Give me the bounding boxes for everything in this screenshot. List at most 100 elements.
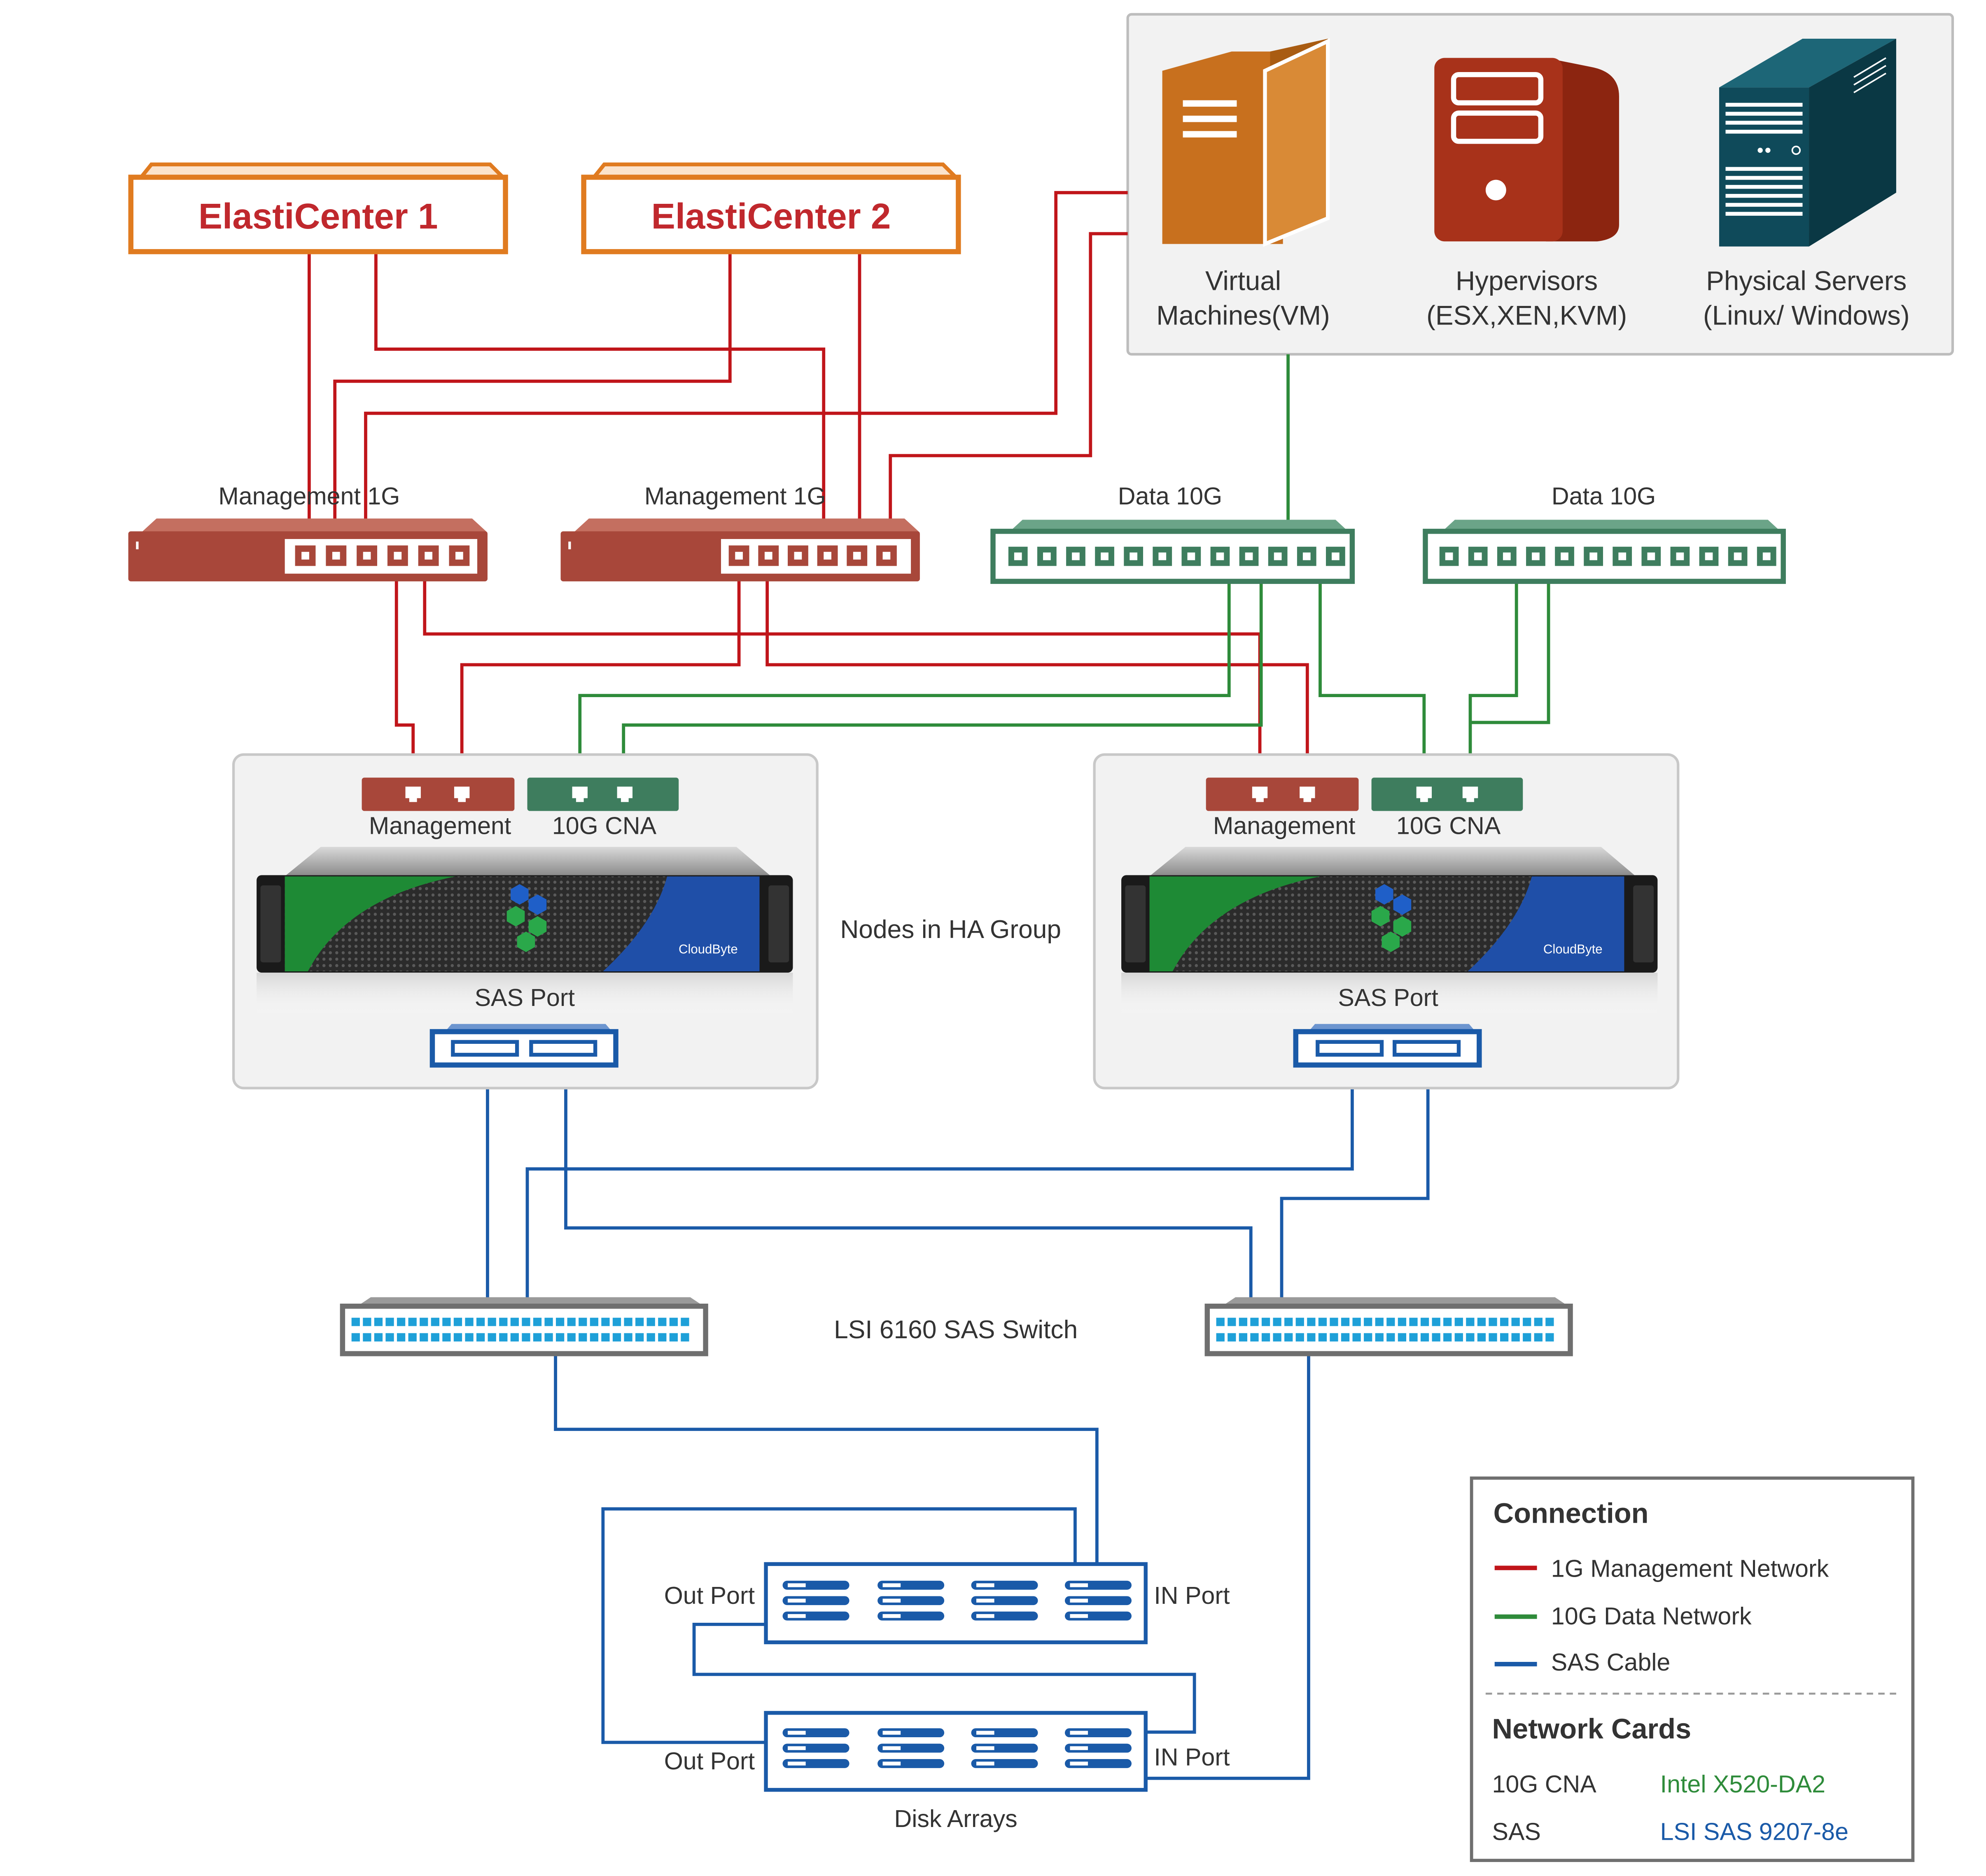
drive-bay	[782, 1743, 849, 1753]
sas-port	[1273, 1318, 1281, 1326]
node-2-management-card	[1206, 777, 1359, 811]
sas-port	[1523, 1333, 1531, 1342]
sas-port	[1273, 1333, 1281, 1342]
disk-array-1-out-port-label: Out Port	[664, 1582, 755, 1609]
disk-array-2-in-port-label: IN Port	[1154, 1743, 1230, 1771]
server-label-line2: (Linux/ Windows)	[1703, 301, 1910, 331]
sas-port	[1477, 1318, 1486, 1326]
mgmt-switch-2	[560, 518, 920, 581]
drive-bay	[782, 1580, 849, 1590]
legend-mgmt-label: 1G Management Network	[1551, 1555, 1829, 1582]
elasticenter-1-label: ElastiCenter 1	[198, 196, 438, 236]
legend-card-cna-model: Intel X520-DA2	[1660, 1770, 1825, 1798]
drive-bay	[1064, 1611, 1132, 1621]
sas-port	[374, 1333, 383, 1342]
drive-bay	[877, 1759, 945, 1768]
sas-port	[1443, 1318, 1452, 1326]
sas-port	[1489, 1318, 1497, 1326]
sas-port	[488, 1333, 496, 1342]
sas-port	[1511, 1333, 1520, 1342]
disk-array-2	[764, 1711, 1148, 1792]
storage-node-2: Management 10G CNA CloudByte SAS Port	[1093, 753, 1680, 1090]
node-2-cna-card	[1371, 777, 1523, 811]
sas-port	[681, 1333, 689, 1342]
drive-bay	[877, 1596, 945, 1605]
sas-port	[1409, 1333, 1418, 1342]
drive-bay	[1064, 1743, 1132, 1753]
sas-port	[1216, 1318, 1225, 1326]
sas-port	[579, 1318, 587, 1326]
node-1-sas-port-label: SAS Port	[475, 984, 575, 1011]
sas-port	[442, 1318, 451, 1326]
sas-port	[408, 1333, 417, 1342]
sas-port	[1261, 1318, 1270, 1326]
sas-port	[1432, 1318, 1440, 1326]
drive-bay	[1064, 1596, 1132, 1605]
node-2-cna-label: 10G CNA	[1396, 812, 1501, 840]
sas-port	[1295, 1318, 1304, 1326]
hypervisor-label-line1: Hypervisors	[1456, 266, 1598, 296]
sas-port	[1330, 1333, 1338, 1342]
drive-bay	[971, 1580, 1038, 1590]
sas-port	[465, 1318, 474, 1326]
sas-port	[1454, 1318, 1463, 1326]
cloudbyte-logo-icon	[1371, 884, 1412, 952]
sas-port	[1341, 1333, 1350, 1342]
disk-array-2-out-port-label: Out Port	[664, 1747, 755, 1775]
disk-array-2-drives	[782, 1728, 1132, 1768]
sas-port	[522, 1333, 530, 1342]
sas-port	[374, 1318, 383, 1326]
sas-port	[1239, 1333, 1248, 1342]
sas-port	[590, 1333, 598, 1342]
legend-cards-title: Network Cards	[1492, 1713, 1691, 1745]
sas-port	[1409, 1318, 1418, 1326]
sas-cable-lines	[486, 1065, 1430, 1780]
sas-port	[1352, 1333, 1361, 1342]
sas-port	[1534, 1318, 1543, 1326]
sas-port	[1477, 1333, 1486, 1342]
sas-port	[624, 1318, 632, 1326]
sas-port	[567, 1318, 576, 1326]
vm-icon	[1162, 38, 1330, 247]
mgmt-switch-1-label: Management 1G	[218, 482, 400, 510]
sas-port	[363, 1333, 371, 1342]
drive-bay	[782, 1728, 849, 1738]
elasticenter-2: ElastiCenter 2	[581, 162, 961, 254]
sas-port	[1375, 1333, 1384, 1342]
sas-port	[556, 1333, 565, 1342]
sas-port	[1341, 1318, 1350, 1326]
sas-port	[1318, 1333, 1327, 1342]
legend-data-label: 10G Data Network	[1551, 1602, 1752, 1630]
sas-port	[1432, 1333, 1440, 1342]
drive-bay	[971, 1728, 1038, 1738]
sas-port	[601, 1333, 610, 1342]
data-switch-2-label: Data 10G	[1552, 482, 1656, 510]
sas-port	[646, 1318, 655, 1326]
sas-port	[510, 1333, 519, 1342]
drive-bay	[877, 1743, 945, 1753]
sas-port	[533, 1333, 542, 1342]
storage-node-1: Management 10G CNA CloudByte SAS Port	[232, 753, 819, 1090]
sas-port	[1330, 1318, 1338, 1326]
sas-port	[442, 1333, 451, 1342]
sas-port	[1500, 1318, 1509, 1326]
data-switch-2-ports	[1439, 546, 1776, 566]
sas-port	[1228, 1333, 1236, 1342]
sas-port	[1398, 1318, 1407, 1326]
legend-connection-title: Connection	[1494, 1498, 1649, 1529]
hypervisor-icon	[1434, 58, 1619, 242]
sas-port	[646, 1333, 655, 1342]
sas-port	[1250, 1318, 1259, 1326]
node-1-sas-port	[429, 1024, 618, 1068]
sas-port	[601, 1318, 610, 1326]
server-label-line1: Physical Servers	[1706, 266, 1907, 296]
sas-switch-label: LSI 6160 SAS Switch	[834, 1316, 1078, 1344]
sas-port	[510, 1318, 519, 1326]
node-1-brand: CloudByte	[679, 942, 738, 956]
sas-port	[1511, 1318, 1520, 1326]
node-1-management-label: Management	[369, 812, 511, 840]
mgmt-switch-1	[128, 518, 488, 581]
node-1-management-card	[362, 777, 515, 811]
sas-port	[385, 1333, 394, 1342]
ha-group-label: Nodes in HA Group	[840, 915, 1061, 944]
